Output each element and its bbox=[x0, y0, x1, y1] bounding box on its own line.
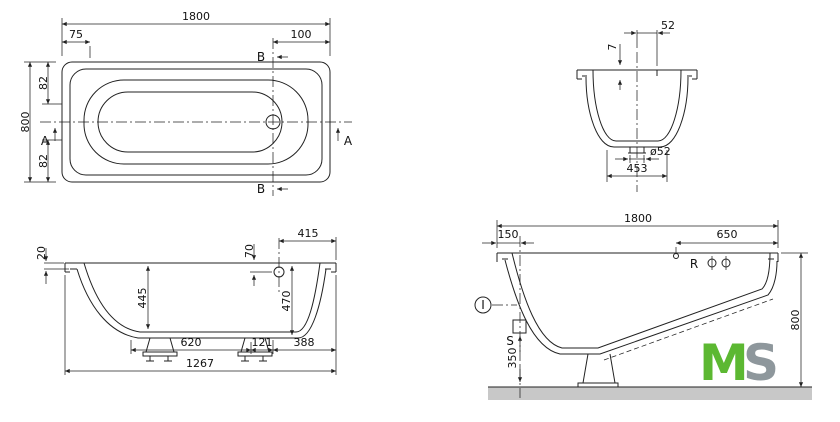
dim-drain-offset: 150 bbox=[498, 228, 519, 241]
foot-left-plate bbox=[142, 351, 178, 357]
dim-width: 800 bbox=[19, 112, 32, 133]
floor bbox=[488, 386, 812, 400]
dim-feet-spacing: 620 bbox=[181, 336, 202, 349]
cross-section-view: 52 7 ø52 453 bbox=[576, 19, 698, 192]
dim-edge-bottom: 82 bbox=[37, 154, 50, 168]
dim-overflow-offset: 52 bbox=[661, 19, 675, 32]
plan-view: A A B B 1800 75 100 800 bbox=[19, 10, 353, 196]
bowl-inner bbox=[592, 69, 682, 142]
dim-length: 1800 bbox=[182, 10, 210, 23]
install-dimensions: 1800 150 650 800 350 bbox=[482, 212, 808, 387]
apron-hidden-line bbox=[603, 298, 774, 361]
dim-grip-offset: 650 bbox=[717, 228, 738, 241]
dim-drain-to-end: 388 bbox=[294, 336, 315, 349]
foot-right-plate bbox=[237, 351, 273, 357]
install-foot-plate bbox=[577, 382, 619, 388]
dim-rim-thickness: 20 bbox=[35, 246, 48, 260]
installation-view: S I R 1800 150 650 800 bbox=[474, 212, 812, 400]
side-section-view: 20 445 470 70 415 620 121 388 1267 bbox=[35, 227, 337, 375]
dim-edge-top: 82 bbox=[37, 76, 50, 90]
dim-base-length: 1267 bbox=[186, 357, 214, 370]
dim-bottom-width: 453 bbox=[627, 162, 648, 175]
section-marker-a: A A bbox=[41, 128, 353, 148]
cross-dimensions: 52 7 ø52 453 bbox=[606, 19, 675, 182]
dim-right-offset: 100 bbox=[291, 28, 312, 41]
grip-position-mark bbox=[673, 253, 679, 259]
dim-foot-to-drain: 121 bbox=[252, 336, 273, 349]
side-bowl-inner bbox=[83, 262, 321, 333]
dim-drain-dia: ø52 bbox=[650, 145, 671, 158]
dim-overflow-to-end: 415 bbox=[298, 227, 319, 240]
install-tub-outline bbox=[496, 252, 779, 388]
logo-letter-m: M bbox=[699, 334, 747, 392]
brand-logo: M S bbox=[699, 334, 779, 392]
cross-tub-outline bbox=[576, 52, 698, 192]
waste-fitting bbox=[512, 319, 527, 334]
section-label-a-right: A bbox=[344, 134, 353, 148]
section-marker-b: B B bbox=[257, 50, 288, 196]
side-tub-outline bbox=[64, 238, 337, 339]
dim-install-height: 800 bbox=[789, 310, 802, 331]
dim-rim-drop: 7 bbox=[606, 44, 619, 51]
side-bowl-outer bbox=[76, 268, 327, 339]
dim-outer-height: 470 bbox=[280, 291, 293, 312]
grip-label: R bbox=[690, 257, 698, 271]
detail-callout-label: I bbox=[481, 298, 485, 312]
dim-overflow-depth: 70 bbox=[243, 244, 256, 258]
grip-symbols: R bbox=[690, 256, 731, 271]
detail-callout-circle bbox=[474, 296, 492, 314]
section-label-b-top: B bbox=[257, 50, 265, 64]
install-foot bbox=[582, 353, 616, 384]
install-bowl-outer bbox=[504, 259, 778, 355]
install-bowl-inner bbox=[511, 252, 771, 349]
plan-centerlines bbox=[40, 38, 352, 196]
drain-axis: S I bbox=[474, 236, 527, 398]
dim-left-offset: 75 bbox=[69, 28, 83, 41]
logo-letter-s: S bbox=[743, 334, 777, 392]
section-label-a-left: A bbox=[41, 134, 50, 148]
dim-drain-height: 350 bbox=[506, 348, 519, 369]
dim-inner-depth: 445 bbox=[136, 288, 149, 309]
waste-label: S bbox=[506, 334, 514, 348]
plan-dimensions: 1800 75 100 800 82 82 bbox=[19, 10, 331, 183]
section-label-b-bottom: B bbox=[257, 182, 265, 196]
side-dimensions: 20 445 470 70 415 620 121 388 1267 bbox=[35, 227, 337, 375]
floor-slab bbox=[488, 387, 812, 400]
dim-install-length: 1800 bbox=[624, 212, 652, 225]
